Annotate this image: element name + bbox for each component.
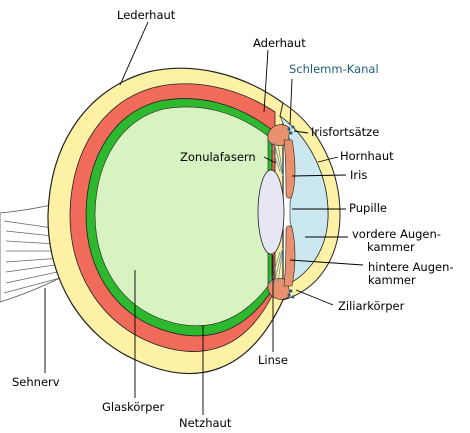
iris-bottom <box>283 225 296 287</box>
iris-top <box>283 139 296 199</box>
label-irisfortsaetze: Irisfortsätze <box>311 125 379 139</box>
label-ziliarkoerper: Ziliarkörper <box>338 299 405 313</box>
label-schlemm-kanal: Schlemm-Kanal <box>289 62 379 76</box>
label-iris: Iris <box>350 168 367 182</box>
label-hintere-augenkammer-2: kammer <box>368 273 416 287</box>
leader-lines <box>44 21 364 415</box>
label-hintere-augenkammer-1: hintere Augen- <box>368 260 454 274</box>
vitreous-body <box>94 106 269 326</box>
label-sehnerv: Sehnerv <box>12 375 60 389</box>
label-aderhaut: Aderhaut <box>253 36 306 50</box>
label-lederhaut: Lederhaut <box>117 8 176 22</box>
label-linse: Linse <box>258 353 288 367</box>
lens <box>257 169 285 255</box>
schlemm-canal-dots <box>287 125 295 299</box>
label-pupille: Pupille <box>349 201 387 215</box>
label-zonulafasern: Zonulafasern <box>180 150 256 164</box>
label-vordere-augenkammer-1: vordere Augen- <box>352 227 441 241</box>
zonular-fibres <box>269 141 284 285</box>
label-hornhaut: Hornhaut <box>340 149 394 163</box>
label-vordere-augenkammer-2: kammer <box>367 240 415 254</box>
label-netzhaut: Netzhaut <box>179 416 232 430</box>
label-glaskoerper: Glaskörper <box>102 400 165 414</box>
